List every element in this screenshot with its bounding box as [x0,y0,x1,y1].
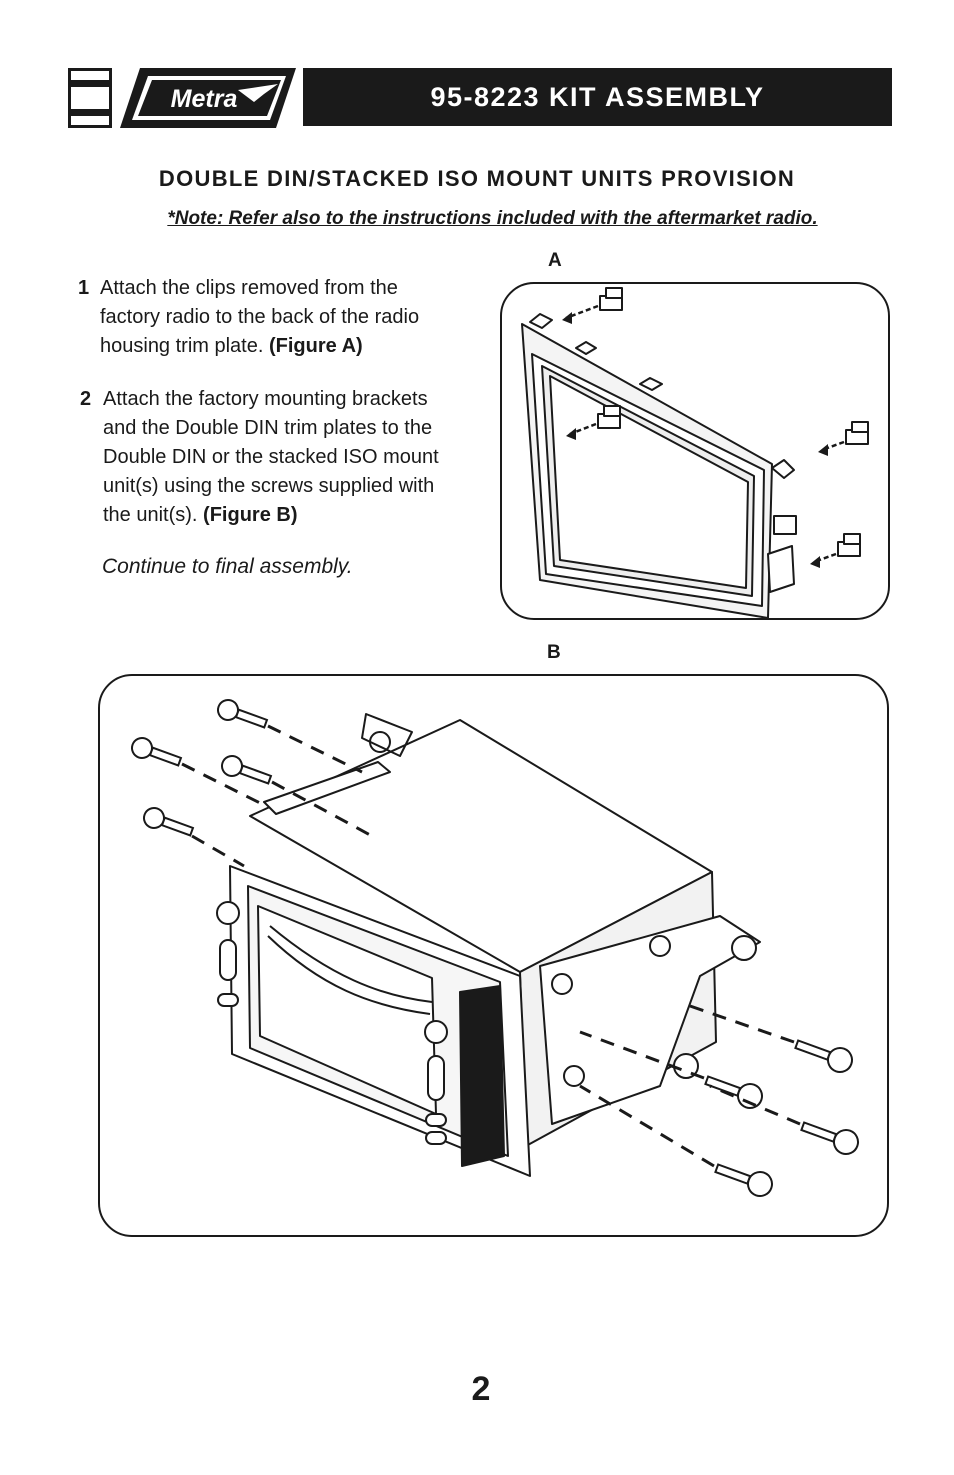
note-text: *Note: Refer also to the instructions in… [167,208,818,229]
page-number: 2 [471,1370,491,1408]
figure-b-radio-assembly-illustration [131,699,859,1197]
section-title: DOUBLE DIN/STACKED ISO MOUNT UNITS PROVI… [158,166,796,191]
metra-logo: Metra [120,68,296,128]
figure-a-trim-plate-illustration [521,287,869,618]
figure-reference: (Figure B) [203,504,298,526]
step-text: Attach the factory mounting brackets and… [103,385,480,530]
logo-text: Metra [171,85,238,113]
instruction-step-2: 2 Attach the factory mounting brackets a… [80,385,480,530]
header-corner-stripe [71,109,109,116]
step-number: 2 [80,388,92,410]
instruction-step-1: 1 Attach the clips removed from the fact… [78,274,478,361]
header-corner-stripe [71,80,109,87]
step-body: Attach the factory mounting brackets and… [103,388,439,526]
page-title: 95-8223 KIT ASSEMBLY [430,81,765,112]
figure-a-frame [500,282,890,620]
header-corner-box [68,68,112,128]
figure-b-label: B [547,642,561,663]
step-body: Attach the clips removed from the factor… [100,277,420,357]
figure-reference: (Figure A) [268,335,363,357]
figure-a-label: A [548,250,562,271]
step-number: 1 [78,277,90,299]
step-text: Attach the clips removed from the factor… [100,274,478,361]
header-title-bar: 95-8223 KIT ASSEMBLY [303,68,892,126]
figure-b-frame [98,674,889,1237]
continue-text: Continue to final assembly. [102,555,353,578]
